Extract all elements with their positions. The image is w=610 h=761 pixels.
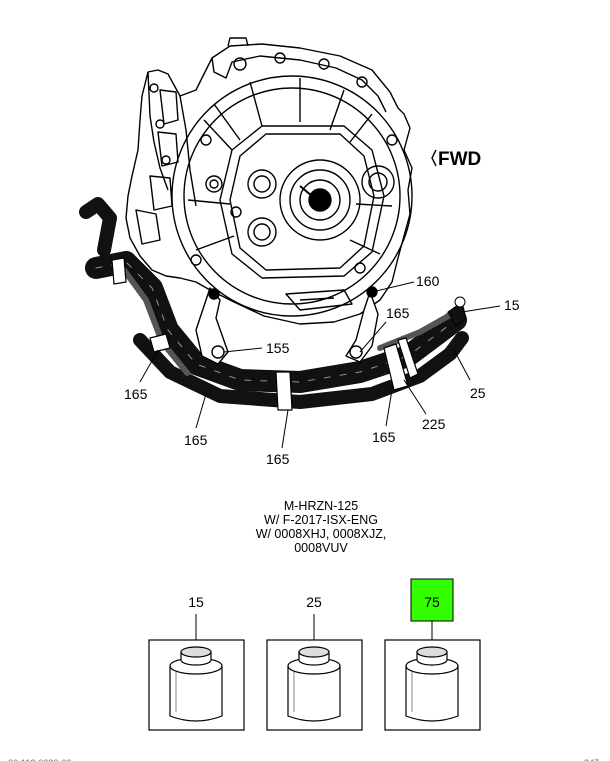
footer-right-text: 347: [584, 758, 599, 761]
callout-155: 155: [266, 340, 290, 356]
callout-15: 15: [504, 297, 520, 313]
callout-labels: 160 15 165 155 25 165 165 165 165 225: [124, 273, 520, 467]
leader-lines: [139, 281, 501, 449]
hose-brackets: [195, 286, 379, 365]
forward-arrow-icon: [431, 149, 437, 167]
applicability-caption: M-HRZN-125 W/ F-2017-ISX-ENG W/ 0008XHJ,…: [256, 499, 387, 555]
caption-line-1: M-HRZN-125: [284, 499, 358, 513]
callout-25: 25: [470, 385, 486, 401]
callout-165: 165: [372, 429, 396, 445]
callout-165: 165: [266, 451, 290, 467]
kit-item-75[interactable]: 75: [384, 578, 481, 731]
kit-item-15[interactable]: 15: [148, 594, 245, 731]
caption-line-3: W/ 0008XHJ, 0008XJZ,: [256, 527, 387, 541]
callout-225: 225: [422, 416, 446, 432]
kit-item-25[interactable]: 25: [266, 594, 363, 731]
kit-item-number: 75: [424, 594, 440, 610]
caption-line-2: W/ F-2017-ISX-ENG: [264, 513, 378, 527]
sealant-can-icon: [405, 646, 459, 722]
callout-165: 165: [184, 432, 208, 448]
callout-165: 165: [386, 305, 410, 321]
hose-assembly: [79, 197, 469, 411]
kit-item-number: 25: [306, 594, 322, 610]
flywheel-housing: [125, 37, 413, 325]
sealant-can-icon: [287, 646, 341, 722]
footer-left-text: 00-112-0080-00: [8, 758, 71, 761]
forward-direction-indicator: FWD: [431, 149, 481, 170]
kit-item-number: 15: [188, 594, 204, 610]
forward-label: FWD: [438, 149, 481, 170]
callout-160: 160: [416, 273, 440, 289]
callout-165: 165: [124, 386, 148, 402]
sealant-can-icon: [169, 646, 223, 722]
caption-line-4: 0008VUV: [294, 541, 348, 555]
highlight-badge: [410, 578, 454, 622]
